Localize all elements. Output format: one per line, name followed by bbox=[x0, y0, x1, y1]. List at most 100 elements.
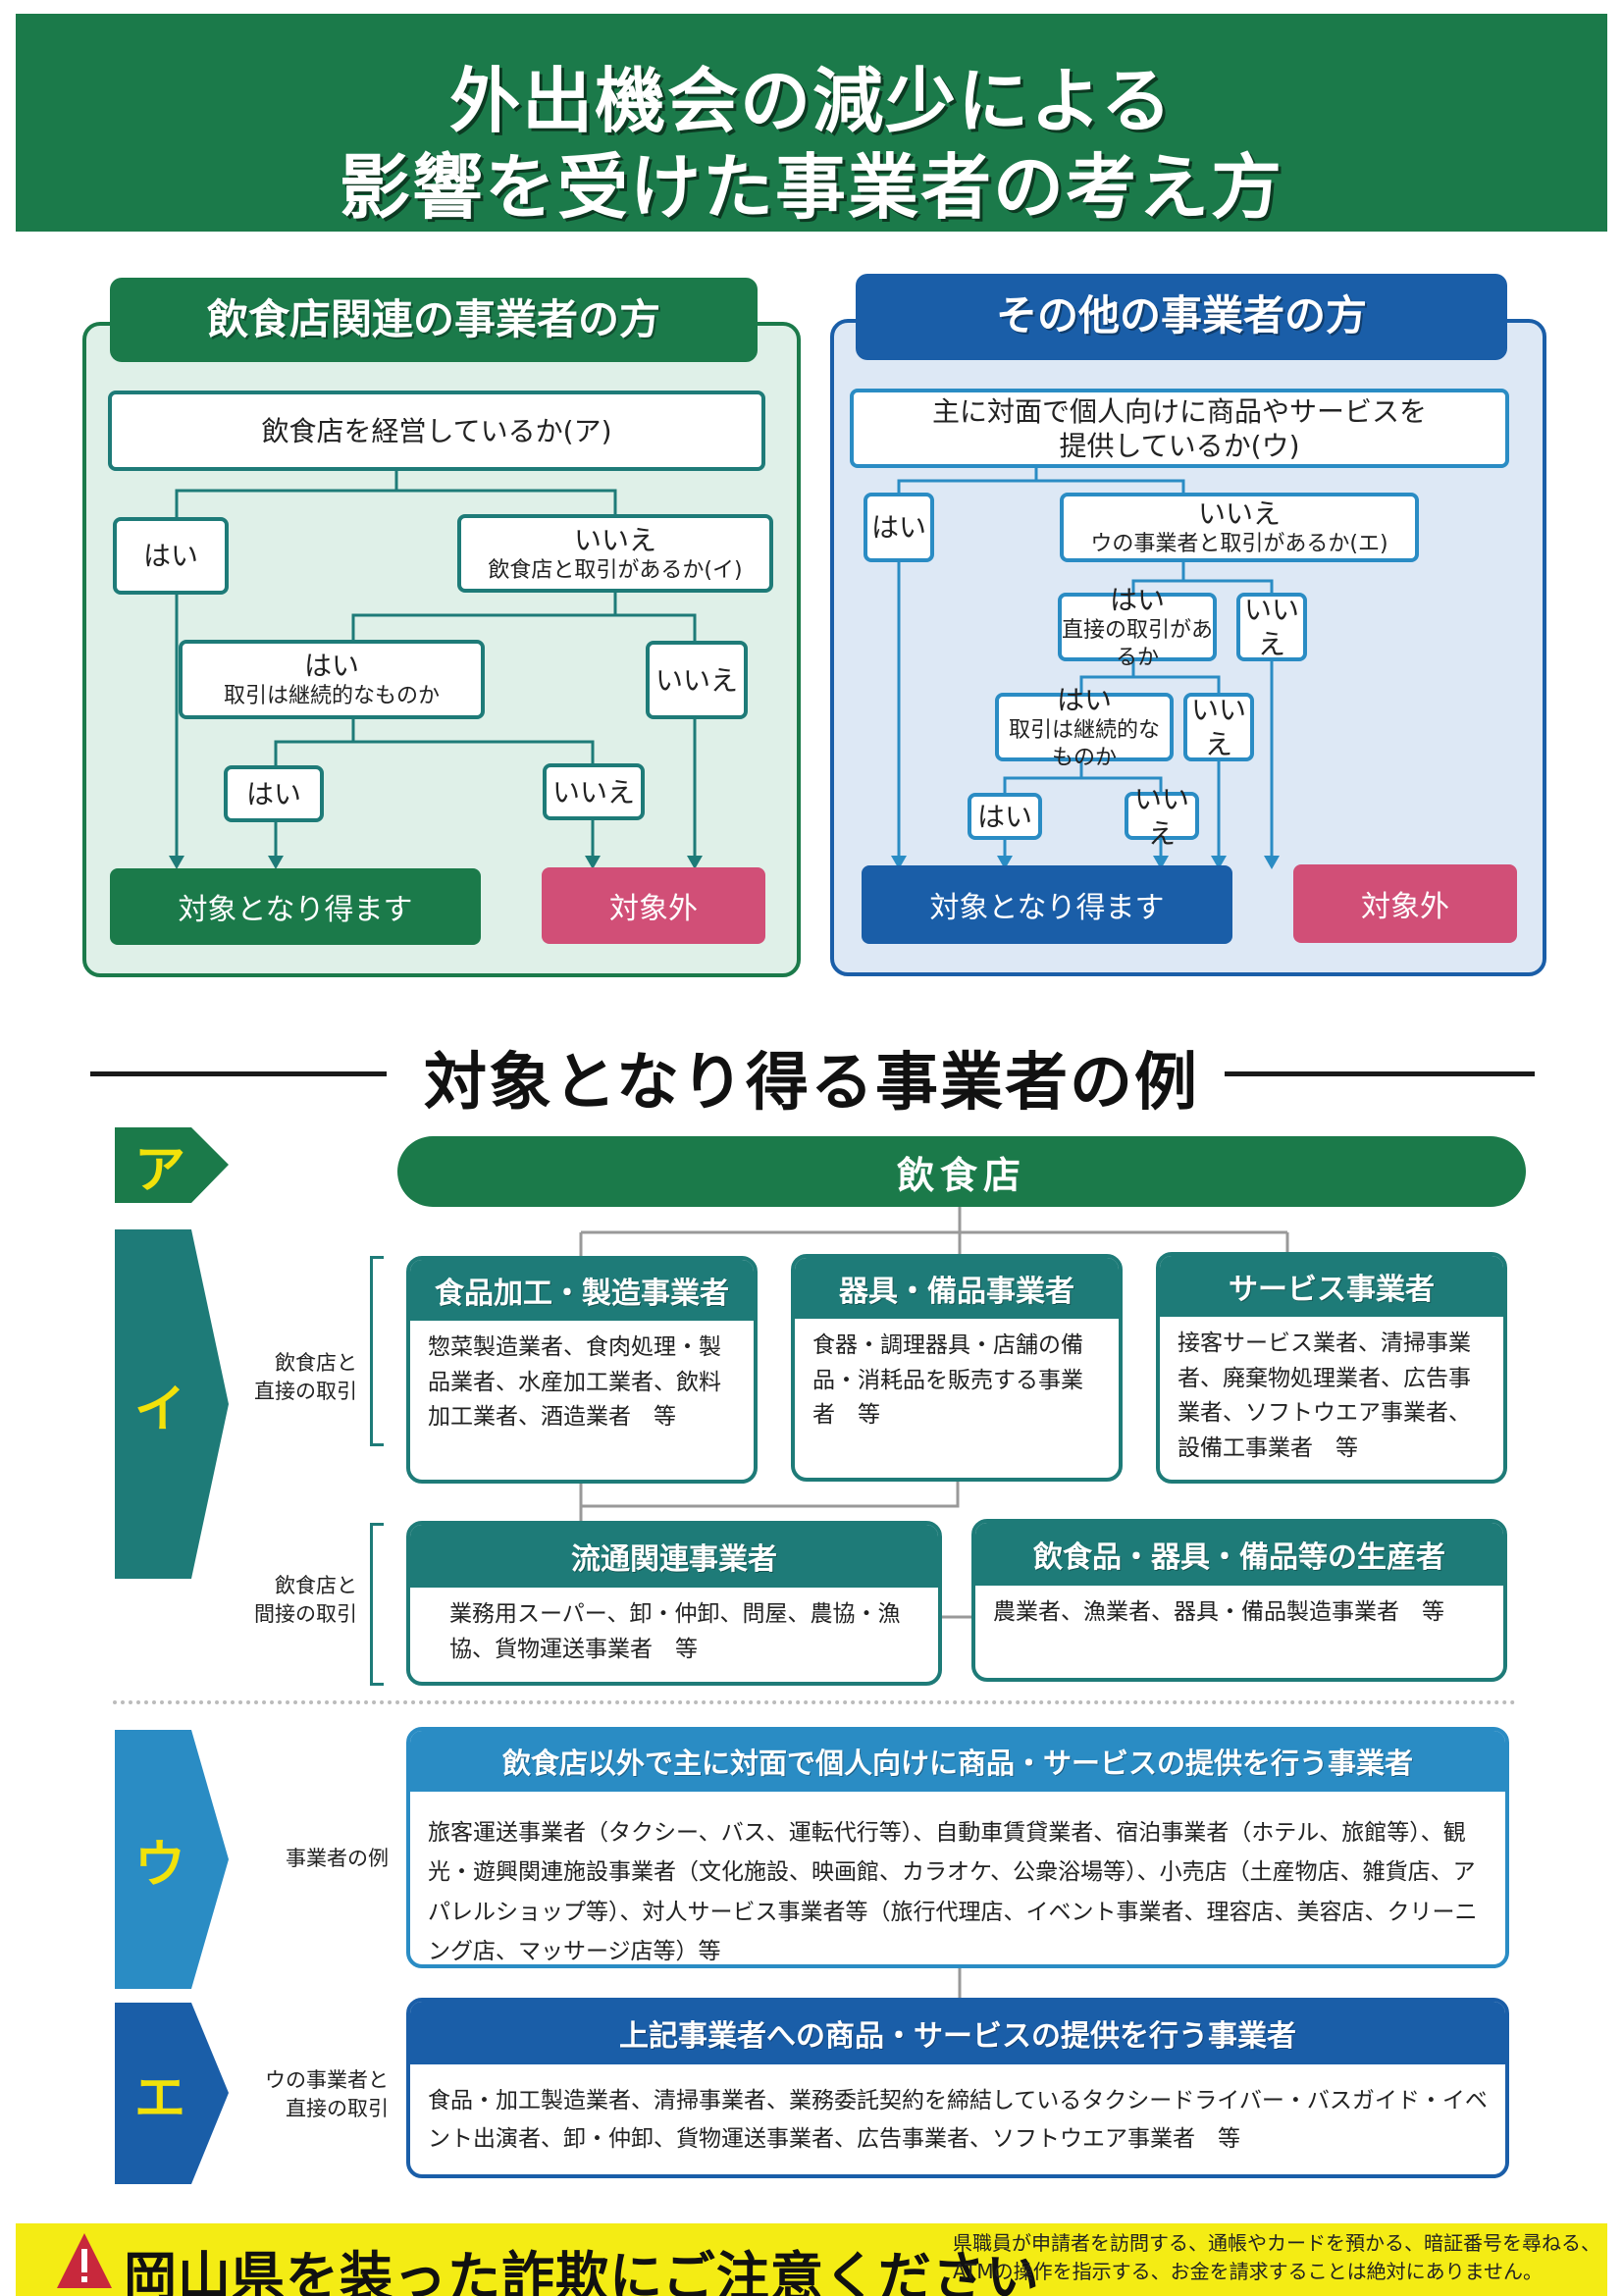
other-answer-no-1: いいえ ウの事業者と取引があるか(エ) bbox=[1060, 493, 1419, 562]
card-service: サービス事業者 接客サービス業者、清掃事業者、廃棄物処理業者、広告事業者、ソフト… bbox=[1156, 1252, 1507, 1484]
card-food-processing: 食品加工・製造事業者 惣菜製造業者、食肉処理・製品業者、水産加工業者、飲料加工業… bbox=[406, 1256, 758, 1484]
page-header: 外出機会の減少による 影響を受けた事業者の考え方 bbox=[16, 14, 1607, 232]
card-u-body: 旅客運送事業者（タクシー、バス、運転代行等）、自動車賃貸業者、宿泊事業者（ホテル… bbox=[428, 1820, 1478, 1964]
direct-trade-label-line2: 直接の取引 bbox=[254, 1380, 357, 1404]
fraud-warning-note: 県職員が申請者を訪問する、通帳やカードを預かる、暗証番号を尋ねる、 ATMの操作… bbox=[953, 2229, 1600, 2286]
indirect-trade-label-line1: 飲食店と bbox=[275, 1574, 357, 1597]
category-i-tag: イ bbox=[115, 1229, 229, 1579]
e-trade-label-line2: 直接の取引 bbox=[286, 2097, 389, 2121]
card-equipment: 器具・備品事業者 食器・調理器具・店舗の備品・消耗品を販売する事業者 等 bbox=[791, 1254, 1123, 1482]
question-a-text: 飲食店を経営しているか(ア) bbox=[261, 414, 612, 447]
question-u-line1: 主に対面で個人向けに商品やサービスを bbox=[931, 394, 1427, 428]
category-a-tag: ア bbox=[115, 1127, 229, 1203]
restaurant-pill: 飲食店 bbox=[397, 1136, 1526, 1207]
direct-trade-bracket bbox=[370, 1256, 384, 1446]
answer-yes-1: はい bbox=[113, 517, 229, 595]
question-e-text: ウの事業者と取引があるか(エ) bbox=[1090, 532, 1388, 557]
card-producers: 飲食品・器具・備品等の生産者 農業者、漁業者、器具・備品製造事業者 等 bbox=[971, 1519, 1507, 1682]
other-answer-yes-4-text: はい bbox=[976, 800, 1032, 833]
other-answer-no-4: いいえ bbox=[1125, 783, 1199, 850]
other-result-excluded: 対象外 bbox=[1293, 864, 1517, 943]
category-e-tag: エ bbox=[115, 2003, 229, 2184]
category-a-letter: ア bbox=[134, 1141, 186, 1200]
other-flow-title: その他の事業者の方 bbox=[856, 274, 1507, 360]
card-e-businesses: 上記事業者への商品・サービスの提供を行う事業者 食品・加工製造業者、清掃事業者、… bbox=[406, 1998, 1509, 2178]
card-producers-title: 飲食品・器具・備品等の生産者 bbox=[975, 1523, 1503, 1586]
direct-trade-label: 飲食店と 直接の取引 bbox=[232, 1349, 357, 1407]
answer-no-2-text: いいえ bbox=[654, 663, 738, 697]
other-answer-no-3: いいえ bbox=[1183, 693, 1254, 761]
answer-no-2: いいえ bbox=[646, 641, 748, 719]
other-answer-yes-1-text: はい bbox=[870, 511, 926, 544]
question-i-text: 飲食店と取引があるか(イ) bbox=[488, 557, 743, 583]
answer-yes-2: はい 取引は継続的なものか bbox=[179, 640, 485, 719]
card-e-body: 食品・加工製造業者、清掃事業者、業務委託契約を締結しているタクシードライバー・バ… bbox=[428, 2088, 1488, 2153]
other-answer-no-1-head: いいえ bbox=[1197, 497, 1281, 531]
result-eligible: 対象となり得ます bbox=[110, 868, 481, 945]
other-answer-no-4-text: いいえ bbox=[1133, 782, 1189, 850]
e-trade-label-line1: ウの事業者と bbox=[265, 2068, 389, 2092]
other-question-continuous-text: 取引は継続的なものか bbox=[1008, 718, 1160, 770]
other-answer-yes-4: はい bbox=[968, 793, 1042, 840]
section-divider bbox=[113, 1700, 1516, 1704]
other-answer-yes-2: はい 直接の取引があるか bbox=[1058, 584, 1217, 670]
category-u-letter: ウ bbox=[134, 1835, 186, 1895]
card-producers-body: 農業者、漁業者、器具・備品製造事業者 等 bbox=[993, 1599, 1444, 1625]
result-excluded: 対象外 bbox=[542, 867, 765, 944]
card-u-businesses: 飲食店以外で主に対面で個人向けに商品・サービスの提供を行う事業者 旅客運送事業者… bbox=[406, 1727, 1509, 1968]
other-result-eligible: 対象となり得ます bbox=[862, 865, 1232, 944]
restaurant-flow-title: 飲食店関連の事業者の方 bbox=[110, 278, 758, 362]
fraud-warning-note-line1: 県職員が申請者を訪問する、通帳やカードを預かる、暗証番号を尋ねる、 bbox=[953, 2231, 1600, 2255]
question-continuous-text: 取引は継続的なものか bbox=[223, 684, 440, 709]
question-u-line2: 提供しているか(ウ) bbox=[1059, 429, 1300, 462]
answer-no-3: いいえ bbox=[543, 763, 645, 820]
card-distribution-title: 流通関連事業者 bbox=[410, 1525, 938, 1588]
tag-i-shape bbox=[115, 1229, 229, 1579]
other-answer-yes-3: はい 取引は継続的なものか bbox=[995, 684, 1174, 770]
tag-u-shape bbox=[115, 1730, 229, 1989]
answer-no-3-text: いいえ bbox=[551, 775, 635, 809]
card-equipment-body: 食器・調理器具・店舗の備品・消耗品を販売する事業者 等 bbox=[812, 1332, 1083, 1429]
question-a: 飲食店を経営しているか(ア) bbox=[108, 391, 765, 471]
other-answer-yes-2-head: はい bbox=[1109, 584, 1165, 616]
indirect-trade-bracket bbox=[370, 1523, 384, 1686]
category-i-letter: イ bbox=[134, 1380, 186, 1439]
card-distribution: 流通関連事業者 業務用スーパー、卸・仲卸、問屋、農協・漁協、貨物運送事業者 等 bbox=[406, 1521, 942, 1686]
card-food-processing-title: 食品加工・製造事業者 bbox=[410, 1260, 754, 1321]
card-service-body: 接客サービス業者、清掃事業者、廃棄物処理業者、広告事業者、ソフトウエア事業者、設… bbox=[1178, 1331, 1471, 1461]
answer-yes-3: はい bbox=[224, 765, 324, 822]
warning-icon bbox=[57, 2233, 112, 2288]
page-title-line2: 影響を受けた事業者の考え方 bbox=[339, 146, 1283, 229]
indirect-trade-label: 飲食店と 間接の取引 bbox=[232, 1572, 357, 1630]
fraud-warning-text: 岡山県を装った詐欺にご注意ください bbox=[124, 2246, 1040, 2296]
direct-trade-label-line1: 飲食店と bbox=[275, 1351, 357, 1375]
category-u-tag: ウ bbox=[115, 1730, 229, 1989]
other-answer-no-2: いいえ bbox=[1236, 593, 1307, 661]
indirect-trade-label-line2: 間接の取引 bbox=[254, 1602, 357, 1627]
tag-a-shape bbox=[115, 1127, 229, 1203]
answer-yes-1-text: はい bbox=[142, 540, 198, 572]
card-equipment-title: 器具・備品事業者 bbox=[795, 1258, 1119, 1319]
card-service-title: サービス事業者 bbox=[1160, 1256, 1503, 1317]
page-title-line1: 外出機会の減少による bbox=[449, 60, 1174, 142]
answer-no-1-head: いいえ bbox=[573, 523, 656, 556]
card-distribution-body: 業務用スーパー、卸・仲卸、問屋、農協・漁協、貨物運送事業者 等 bbox=[449, 1601, 901, 1662]
other-answer-no-3-text: いいえ bbox=[1190, 694, 1246, 760]
tag-e-shape bbox=[115, 2003, 229, 2184]
other-answer-yes-3-head: はい bbox=[1056, 684, 1112, 716]
examples-section-header: 対象となり得る事業者の例 bbox=[0, 1028, 1623, 1120]
answer-yes-2-head: はい bbox=[303, 650, 359, 683]
title-rule-left bbox=[90, 1071, 387, 1076]
category-e-letter: エ bbox=[134, 2069, 186, 2128]
title-rule-right bbox=[1225, 1071, 1535, 1076]
answer-yes-3-text: はい bbox=[245, 777, 301, 810]
question-u: 主に対面で個人向けに商品やサービスを 提供しているか(ウ) bbox=[850, 389, 1509, 468]
fraud-warning-banner: 岡山県を装った詐欺にご注意ください 県職員が申請者を訪問する、通帳やカードを預か… bbox=[16, 2223, 1607, 2296]
answer-no-1: いいえ 飲食店と取引があるか(イ) bbox=[457, 514, 773, 593]
u-example-label: 事業者の例 bbox=[286, 1847, 389, 1870]
card-e-title: 上記事業者への商品・サービスの提供を行う事業者 bbox=[410, 2002, 1505, 2064]
fraud-warning-note-line2: ATMの操作を指示する、お金を請求することは絶対にありません。 bbox=[953, 2260, 1544, 2283]
card-food-processing-body: 惣菜製造業者、食肉処理・製品業者、水産加工業者、飲料加工業者、酒造業者 等 bbox=[428, 1334, 721, 1431]
other-answer-yes-1: はい bbox=[864, 493, 934, 562]
card-u-title: 飲食店以外で主に対面で個人向けに商品・サービスの提供を行う事業者 bbox=[410, 1731, 1505, 1792]
